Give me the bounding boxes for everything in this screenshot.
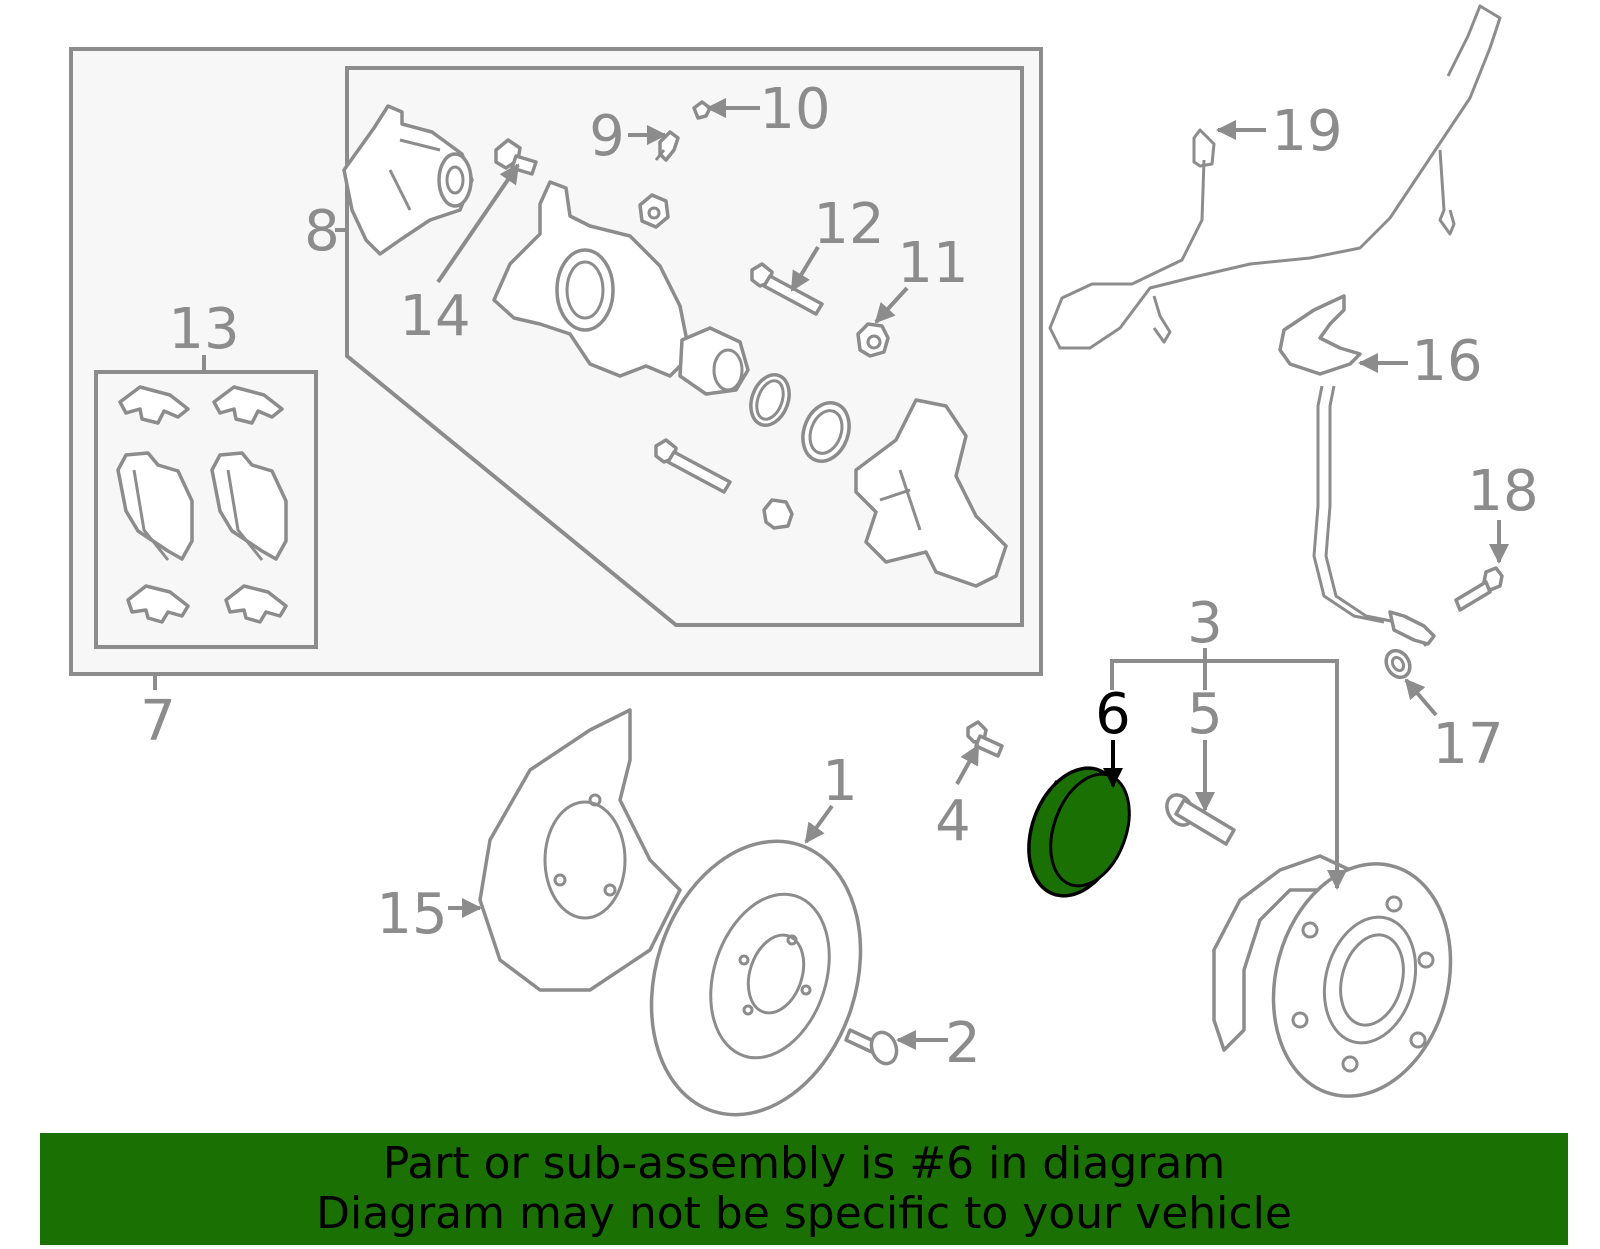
- callout-4: 4: [935, 789, 971, 854]
- hub-bolt-5: [1165, 793, 1236, 846]
- callout-5: 5: [1187, 682, 1223, 747]
- caliper-body: [492, 180, 692, 378]
- banjo-bolt-18: [1454, 566, 1504, 612]
- callout-16: 16: [1411, 329, 1482, 394]
- callout-labels: 1 2 3 4 5 6 7 8 9 10 11 12 13 14 15 16 1…: [140, 77, 1538, 1076]
- callout-12: 12: [813, 192, 884, 257]
- callout-19: 19: [1271, 99, 1342, 164]
- callout-3: 3: [1187, 591, 1223, 656]
- dust-shield-15: [478, 708, 682, 992]
- banner-line-2: Diagram may not be specific to your vehi…: [316, 1188, 1292, 1239]
- caliper-motor: [342, 104, 474, 256]
- callout-18: 18: [1467, 459, 1538, 524]
- callout-6: 6: [1095, 682, 1131, 747]
- callout-10: 10: [759, 77, 830, 142]
- wheel-hub-3: [1212, 854, 1453, 1098]
- rotor-screw-2: [844, 1028, 899, 1066]
- callout-17: 17: [1432, 712, 1503, 777]
- piston-seals: [749, 373, 851, 463]
- callout-8: 8: [304, 199, 340, 264]
- callout-15: 15: [376, 882, 447, 947]
- callout-1: 1: [822, 749, 858, 814]
- bleeder-cap-10: [692, 100, 712, 120]
- piston: [678, 326, 750, 396]
- abs-sensor-wire-19: [1048, 4, 1502, 350]
- bushing-11: [856, 322, 890, 358]
- banner-line-1: Part or sub-assembly is #6 in diagram: [382, 1138, 1226, 1189]
- washer-17: [1384, 648, 1412, 680]
- guide-pin-lower: [654, 438, 794, 530]
- highlighted-part-6: [1027, 766, 1131, 898]
- brake-hose-16: [1278, 294, 1436, 647]
- callout-2: 2: [945, 1011, 981, 1076]
- callout-9: 9: [589, 104, 625, 169]
- info-banner: Part or sub-assembly is #6 in diagram Di…: [40, 1133, 1568, 1245]
- caliper-bracket: [854, 398, 1008, 588]
- leader-lines: [436, 98, 1509, 1050]
- callout-7: 7: [140, 689, 176, 754]
- callout-11: 11: [897, 231, 968, 296]
- callout-14: 14: [399, 284, 470, 349]
- callout-13: 13: [168, 297, 239, 362]
- brake-rotor-1: [649, 839, 863, 1117]
- nut: [638, 193, 670, 229]
- brake-pads: [116, 385, 288, 624]
- screw-4: [966, 720, 1004, 758]
- guide-pin-12: [750, 262, 824, 316]
